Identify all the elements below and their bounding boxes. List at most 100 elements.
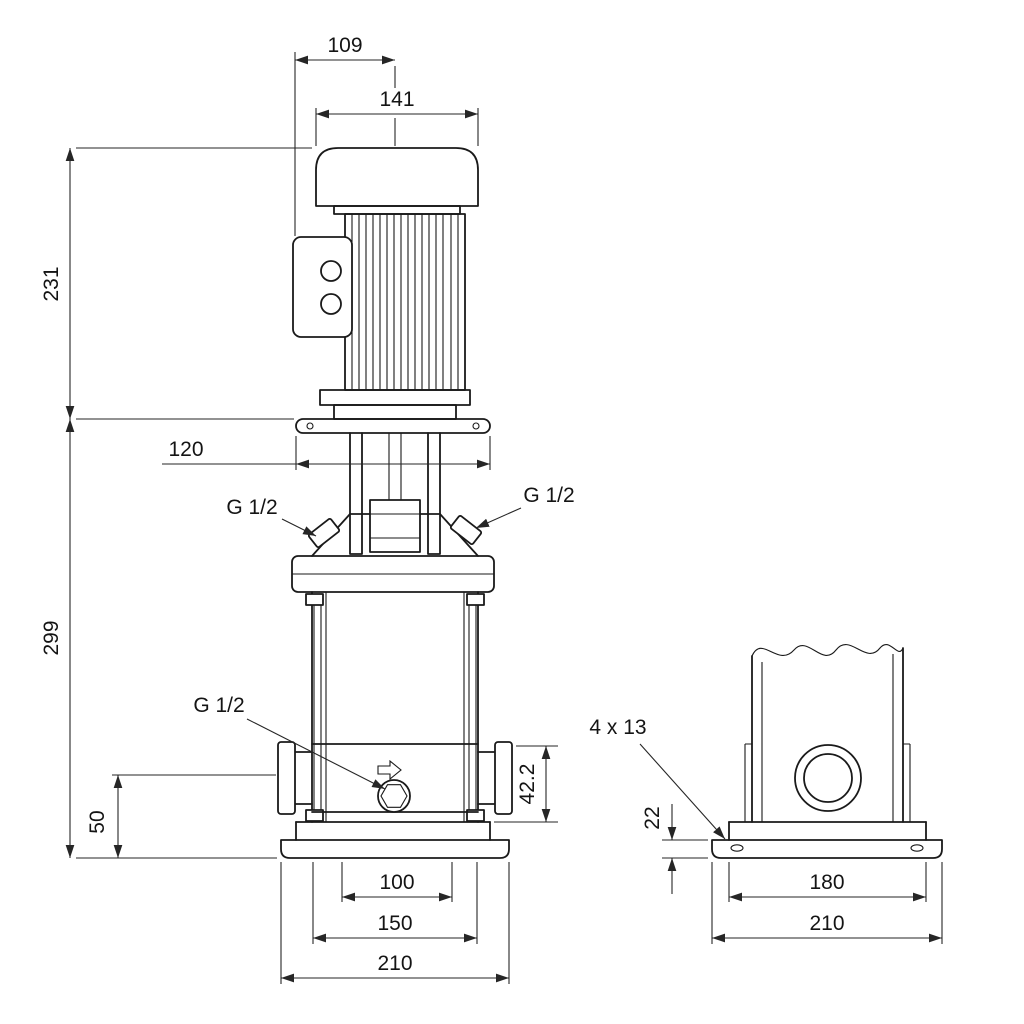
dim-150: 150: [312, 862, 478, 944]
dim-141: 141: [315, 88, 479, 146]
staybolt-left: [313, 605, 322, 810]
plug-left-leader: [281, 518, 317, 537]
dim-210-side-label: 210: [809, 912, 844, 935]
sleeve-inner: [325, 592, 465, 822]
staybolt-nut-top-left: [305, 593, 324, 606]
shaft-coupling: [369, 499, 421, 553]
vent-plug-right: [449, 514, 483, 546]
side-base-flange: [711, 839, 943, 859]
base-bolt-slot-left: [730, 844, 744, 852]
dim-299: 299: [40, 419, 277, 859]
dim-100: 100: [341, 862, 453, 902]
dim-210-side-ext: [711, 862, 943, 944]
dim-150-label: 150: [377, 912, 412, 935]
vent-plug-left: [307, 517, 341, 549]
motor-fins: [351, 214, 459, 390]
dim-231-label: 231: [40, 266, 63, 301]
dim-141-label: 141: [379, 88, 414, 111]
dim-109: 109: [294, 34, 396, 236]
motor-oval-flange: [295, 418, 491, 434]
drain-plug-hex: [380, 784, 408, 808]
dim-120-label: 120: [168, 438, 203, 461]
motor-fan-cover: [315, 147, 479, 207]
terminal-box-hole-bottom: [320, 293, 342, 315]
dim-180-label: 180: [809, 871, 844, 894]
pump-shaft: [388, 433, 402, 500]
plug-right-label: G 1/2: [523, 484, 574, 507]
motor-fin-body: [344, 213, 466, 391]
coupling-guard-left: [349, 432, 363, 555]
flange-bolt-left: [306, 422, 314, 430]
staybolt-nut-top-right: [466, 593, 485, 606]
dim-120: 120: [162, 436, 491, 470]
terminal-box-hole-top: [320, 260, 342, 282]
side-bracket-left: [744, 743, 752, 822]
side-base: [711, 821, 943, 859]
side-view: 4 x 13 22 180 210: [589, 644, 943, 944]
dim-22-label: 22: [641, 806, 664, 829]
coupling-section: [307, 432, 483, 557]
plug-drain-label: G 1/2: [193, 694, 244, 717]
flange-bolt-right: [472, 422, 480, 430]
motor-neck-band: [333, 205, 461, 215]
pump-body: [277, 591, 513, 823]
sleeve-outer: [311, 591, 479, 823]
label-plug-drain: G 1/2: [193, 694, 386, 790]
port-flange-left: [277, 741, 296, 815]
dim-50-label: 50: [86, 810, 109, 833]
terminal-box: [292, 236, 353, 338]
motor: [292, 147, 491, 434]
coupling-split-lines: [370, 513, 420, 539]
dim-299-label: 299: [40, 620, 63, 655]
dim-150-ext: [312, 862, 478, 944]
dim-210-front-label: 210: [377, 952, 412, 975]
staybolt-nut-bottom-left: [305, 809, 324, 822]
side-outer-walls: [751, 647, 904, 823]
side-bracket-right: [903, 743, 911, 822]
dim-231: 231: [40, 147, 312, 420]
label-plug-right: G 1/2: [475, 484, 575, 529]
base-lip-sides: [295, 821, 491, 841]
motor-neck: [333, 404, 457, 420]
dim-231-ext: [76, 147, 312, 420]
coupling-guard-right: [427, 432, 441, 555]
flow-direction-arrow: [377, 759, 402, 781]
staybolt-right: [468, 605, 477, 810]
bolt-holes-leader: [639, 743, 726, 840]
dim-42-2-label: 42.2: [516, 764, 539, 805]
motor-endshield: [319, 389, 471, 406]
dim-22-ext: [662, 839, 708, 859]
side-port-inner: [803, 753, 853, 803]
dim-50: 50: [86, 774, 276, 858]
base-bolt-slot-right: [910, 844, 924, 852]
label-bolt-holes: 4 x 13: [589, 716, 726, 840]
side-inner-walls: [761, 654, 894, 822]
dim-22: 22: [641, 804, 708, 894]
pump-base: [280, 821, 510, 859]
side-port-outer: [794, 744, 862, 812]
plug-left-label: G 1/2: [226, 496, 277, 519]
side-body: [744, 644, 911, 823]
side-base-lip-sides: [728, 821, 927, 841]
port-flange-right: [494, 741, 513, 815]
base-flange: [280, 839, 510, 859]
port-tube-left: [293, 751, 313, 805]
staybolt-nut-bottom-right: [466, 809, 485, 822]
dim-42-2: 42.2: [494, 745, 558, 823]
dim-109-ext: [294, 52, 396, 236]
dim-210-front-ext: [280, 862, 510, 984]
front-view: 109 141 231 299 120 G 1/2 G 1: [40, 34, 575, 984]
dim-210-side: 210: [711, 862, 943, 944]
dim-100-label: 100: [379, 871, 414, 894]
port-tube-right: [477, 751, 497, 805]
dim-42-2-ext: [494, 745, 558, 823]
plug-drain-leader: [246, 718, 386, 790]
dim-120-ext: [295, 436, 491, 470]
break-line: [751, 644, 904, 657]
bolt-holes-label: 4 x 13: [589, 716, 646, 739]
plug-right-leader: [475, 507, 522, 529]
pump-head-flange: [291, 555, 495, 593]
dim-180: 180: [728, 862, 927, 902]
